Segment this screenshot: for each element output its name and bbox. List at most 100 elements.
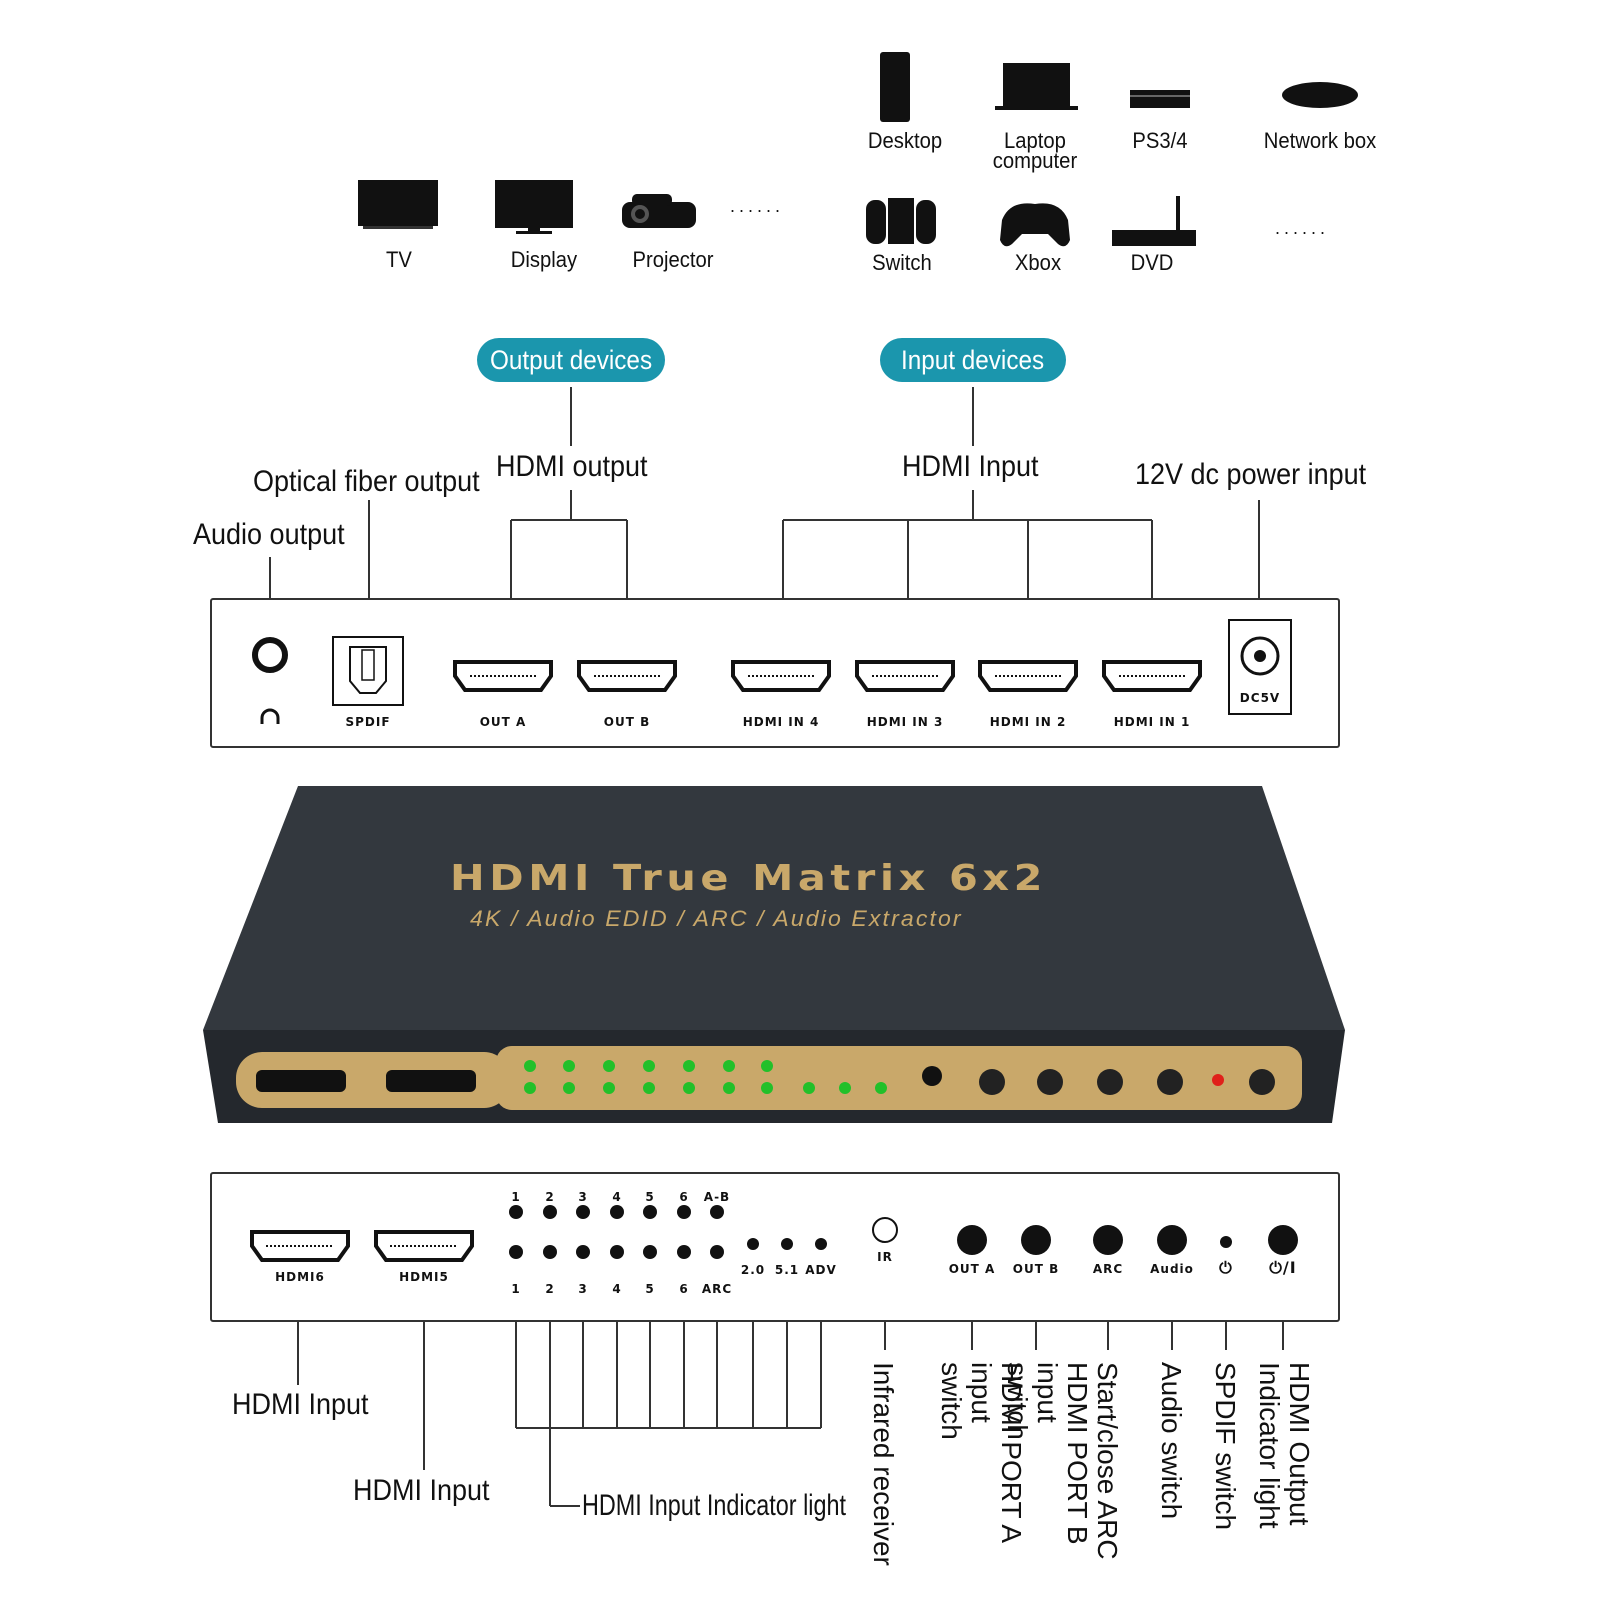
spdif-power-symbol: ⏻ — [1219, 1258, 1233, 1277]
photo-led-bottom-4 — [643, 1082, 655, 1094]
network-box-label: Network box — [1263, 128, 1377, 153]
in1-caption: HDMI IN 1 — [1113, 715, 1191, 729]
input-devices-ellipsis: ...... — [1275, 218, 1330, 238]
out-b-port — [577, 660, 677, 692]
tv-icon — [358, 180, 438, 229]
port-a-callout: HDMI PORT A input switch — [936, 1362, 1027, 1542]
device-title: HDMI True Matrix 6x2 — [450, 858, 1048, 899]
front-arc-button[interactable] — [1097, 1069, 1123, 1095]
desktop-tower-icon — [880, 52, 910, 122]
out-b-caption: OUT B — [603, 715, 651, 729]
out-a-button-caption: OUT A — [948, 1262, 996, 1276]
audio-mode-label: 5.1 — [774, 1263, 800, 1277]
out-b-button[interactable] — [1021, 1225, 1051, 1255]
ir-receiver-icon — [872, 1217, 898, 1243]
audio-mode-dot-1 — [747, 1238, 759, 1250]
audio-button[interactable] — [1157, 1225, 1187, 1255]
top-indicator-dot-6 — [677, 1205, 691, 1219]
in2-port — [978, 660, 1078, 692]
photo-led-bottom-1 — [524, 1082, 536, 1094]
output-devices-ellipsis: ...... — [730, 196, 785, 216]
projector-label: Projector — [632, 247, 714, 272]
bottom-indicator-dot-6 — [677, 1245, 691, 1259]
top-indicator-dot-4 — [610, 1205, 624, 1219]
audio-jack — [252, 637, 288, 673]
front-out-b-button[interactable] — [1037, 1069, 1063, 1095]
photo-led-bottom-6 — [723, 1082, 735, 1094]
front-input-strip — [236, 1052, 510, 1108]
top-number-label: 4 — [612, 1190, 622, 1204]
audio-button-caption: Audio — [1150, 1262, 1194, 1276]
ps-label: PS3/4 — [1132, 128, 1188, 153]
dvd-player-icon — [1112, 196, 1196, 246]
dc-caption: DC5V — [1239, 691, 1281, 705]
audio-mode-label: 2.0 — [740, 1263, 766, 1277]
hdmi5-port — [374, 1230, 474, 1262]
top-indicator-dot-2 — [543, 1205, 557, 1219]
in4-caption: HDMI IN 4 — [742, 715, 820, 729]
bottom-indicator-dot-1 — [509, 1245, 523, 1259]
power-button[interactable] — [1268, 1225, 1298, 1255]
top-indicator-dot-7 — [710, 1205, 724, 1219]
photo-led-bottom-7 — [761, 1082, 773, 1094]
arc-button[interactable] — [1093, 1225, 1123, 1255]
photo-led-audio-2 — [839, 1082, 851, 1094]
indicator-light-callout: HDMI Input Indicator light — [582, 1489, 847, 1522]
display-label: Display — [510, 247, 578, 272]
hdmi6-port — [250, 1230, 350, 1262]
port-b-callout: HDMI PORT B input switch — [1002, 1362, 1093, 1545]
out-a-button[interactable] — [957, 1225, 987, 1255]
bottom-indicator-dot-4 — [610, 1245, 624, 1259]
headphone-icon — [260, 708, 280, 724]
laptop-label: Laptop computer — [992, 128, 1078, 173]
front-out-a-button[interactable] — [979, 1069, 1005, 1095]
output-power-symbol: ⏻/I — [1269, 1258, 1297, 1277]
front-audio-button[interactable] — [1157, 1069, 1183, 1095]
in3-caption: HDMI IN 3 — [866, 715, 944, 729]
console-icon — [1130, 90, 1190, 108]
bottom-number-label: 4 — [612, 1282, 622, 1296]
spdif-switch-callout: SPDIF switch — [1210, 1362, 1241, 1531]
bottom-number-label: 5 — [645, 1282, 655, 1296]
ir-caption: IR — [877, 1250, 893, 1264]
front-control-strip — [496, 1046, 1302, 1110]
audio-output-label: Audio output — [193, 518, 345, 551]
top-number-label: A-B — [703, 1190, 731, 1204]
hdmi-output-label: HDMI output — [496, 450, 648, 483]
out-a-caption: OUT A — [479, 715, 527, 729]
top-number-label: 5 — [645, 1190, 655, 1204]
audio-mode-dot-2 — [781, 1238, 793, 1250]
input-devices-pill: Input devices — [880, 338, 1066, 382]
front-ir-receiver — [922, 1066, 942, 1086]
top-number-label: 1 — [511, 1190, 521, 1204]
infrared-callout: Infrared receiver — [868, 1362, 899, 1566]
arc-button-caption: ARC — [1092, 1262, 1124, 1276]
bottom-indicator-dot-2 — [543, 1245, 557, 1259]
projector-icon — [622, 194, 696, 228]
network-box-icon — [1282, 82, 1358, 108]
top-number-label: 3 — [578, 1190, 588, 1204]
device-subtitle: 4K / Audio EDID / ARC / Audio Extractor — [470, 906, 963, 931]
out-b-button-caption: OUT B — [1012, 1262, 1060, 1276]
bottom-indicator-dot-3 — [576, 1245, 590, 1259]
photo-led-audio-1 — [803, 1082, 815, 1094]
xbox-label: Xbox — [1014, 250, 1062, 275]
dc-power-port — [1228, 619, 1292, 715]
bottom-number-label: ARC — [701, 1282, 733, 1296]
spdif-caption: SPDIF — [345, 715, 391, 729]
top-indicator-dot-1 — [509, 1205, 523, 1219]
front-led-grid — [524, 1060, 887, 1094]
gamepad-icon — [1000, 203, 1070, 247]
tv-label: TV — [386, 247, 412, 272]
front-hdmi5-port — [386, 1070, 476, 1092]
audio-mode-dot-3 — [815, 1238, 827, 1250]
photo-led-bottom-2 — [563, 1082, 575, 1094]
laptop-icon — [995, 63, 1078, 110]
optical-output-label: Optical fiber output — [253, 465, 480, 498]
in3-port — [855, 660, 955, 692]
top-number-label: 2 — [545, 1190, 555, 1204]
front-power-button[interactable] — [1249, 1069, 1275, 1095]
bottom-number-label: 2 — [545, 1282, 555, 1296]
